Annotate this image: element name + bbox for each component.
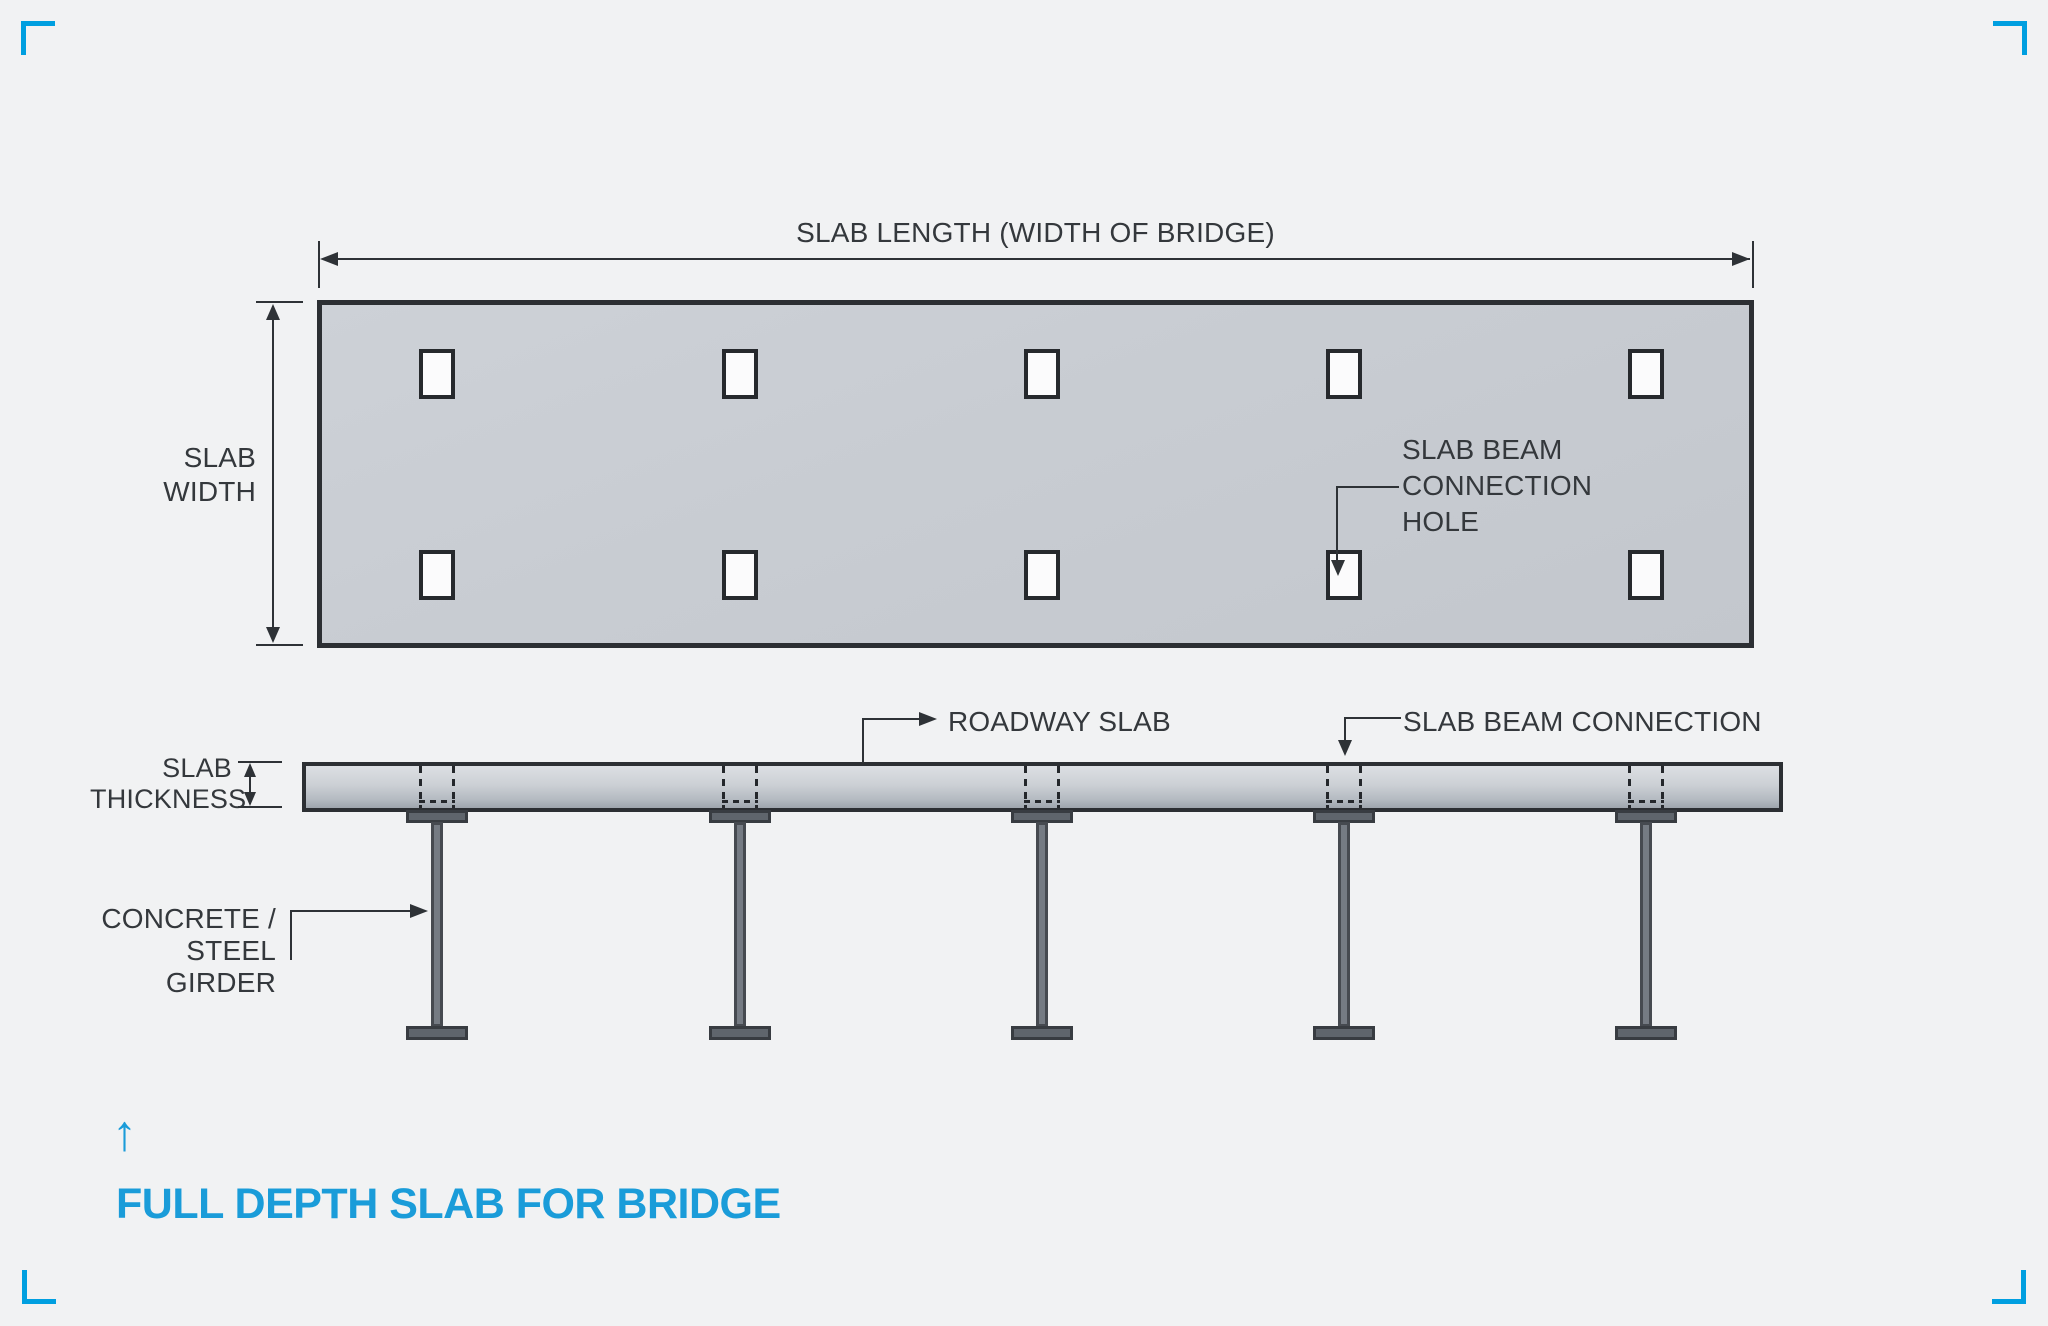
- thickness-arrow-down-icon: [244, 792, 256, 806]
- roadway-slab-callout-label: ROADWAY SLAB: [948, 706, 1171, 737]
- slab-connection-hole: [419, 349, 455, 399]
- hole-callout-leader-v: [1336, 486, 1338, 562]
- dimension-arrow-left-icon: [320, 252, 338, 266]
- girder-bottom-flange: [1313, 1026, 1375, 1040]
- hole-callout-label: SLAB BEAM CONNECTION HOLE: [1402, 432, 1592, 540]
- dimension-tick-bottom: [256, 644, 303, 646]
- connection-dashed-base: [1326, 800, 1362, 803]
- slab-connection-hole: [1628, 550, 1664, 600]
- connection-dashed-base: [1024, 800, 1060, 803]
- girder-web: [734, 822, 746, 1027]
- beam-connection-arrow-icon: [1338, 740, 1352, 756]
- connection-dashed-line: [722, 766, 725, 808]
- girder-bottom-flange: [406, 1026, 468, 1040]
- connection-dashed-line: [1359, 766, 1362, 808]
- slab-width-label-line2: WIDTH: [163, 476, 256, 507]
- roadway-callout-leader-v: [862, 719, 864, 763]
- corner-mark-bottom-left-icon: [22, 1270, 56, 1304]
- connection-dashed-base: [722, 800, 758, 803]
- girder-callout-leader-h: [290, 910, 412, 912]
- girder-web: [1640, 822, 1652, 1027]
- girder-callout-line1: CONCRETE / STEEL: [101, 903, 276, 966]
- roadway-callout-leader-h: [862, 718, 920, 720]
- connection-dashed-base: [419, 800, 455, 803]
- slab-connection-hole: [722, 349, 758, 399]
- corner-mark-top-left-icon: [21, 21, 55, 55]
- connection-dashed-line: [1326, 766, 1329, 808]
- slab-thickness-line1: SLAB: [162, 753, 232, 783]
- slab-length-dimension-label: SLAB LENGTH (WIDTH OF BRIDGE): [796, 217, 1275, 248]
- caption-up-arrow-icon: ↑: [112, 1105, 137, 1161]
- dimension-extension-line-right: [1752, 241, 1754, 288]
- girder-callout-line2: GIRDER: [165, 967, 276, 998]
- slab-thickness-line2: THICKNESS: [90, 784, 247, 814]
- hole-callout-arrow-icon: [1331, 560, 1345, 576]
- page-title: FULL DEPTH SLAB FOR BRIDGE: [116, 1180, 781, 1228]
- corner-mark-bottom-right-icon: [1992, 1270, 2026, 1304]
- connection-dashed-line: [452, 766, 455, 808]
- roadway-callout-arrow-icon: [919, 712, 937, 726]
- slab-connection-hole: [1024, 550, 1060, 600]
- thickness-tick-bottom: [238, 806, 282, 808]
- connection-dashed-line: [1057, 766, 1060, 808]
- hole-callout-line2: CONNECTION: [1402, 470, 1593, 501]
- thickness-dimension-line: [249, 766, 251, 804]
- girder-top-flange: [1011, 810, 1073, 823]
- slab-thickness-label: SLAB THICKNESS: [90, 753, 247, 815]
- girder-web: [1338, 822, 1350, 1027]
- slab-connection-hole: [722, 550, 758, 600]
- thickness-arrow-up-icon: [244, 763, 256, 777]
- girder-top-flange: [709, 810, 771, 823]
- slab-width-label-line1: SLAB: [183, 442, 256, 473]
- connection-dashed-base: [1628, 800, 1664, 803]
- beam-connection-leader-v: [1344, 717, 1346, 742]
- hole-callout-leader-h: [1337, 486, 1399, 488]
- connection-dashed-line: [1628, 766, 1631, 808]
- girder-bottom-flange: [1011, 1026, 1073, 1040]
- slab-width-dimension-line: [272, 306, 274, 641]
- dimension-arrow-right-icon: [1732, 252, 1750, 266]
- hole-callout-line3: HOLE: [1402, 506, 1480, 537]
- girder-top-flange: [1615, 810, 1677, 823]
- girder-callout-label: CONCRETE / STEEL GIRDER: [40, 903, 276, 999]
- corner-mark-top-right-icon: [1993, 21, 2027, 55]
- beam-connection-callout-label: SLAB BEAM CONNECTION: [1403, 706, 1762, 737]
- hole-callout-line1: SLAB BEAM: [1402, 434, 1563, 465]
- slab-width-dimension-label: SLAB WIDTH: [110, 441, 256, 509]
- girder-web: [431, 822, 443, 1027]
- girder-web: [1036, 822, 1048, 1027]
- girder-callout-leader-v: [290, 910, 292, 960]
- girder-bottom-flange: [709, 1026, 771, 1040]
- slab-connection-hole: [1024, 349, 1060, 399]
- slab-connection-hole: [1628, 349, 1664, 399]
- girder-top-flange: [1313, 810, 1375, 823]
- girder-callout-arrow-icon: [410, 904, 428, 918]
- slab-connection-hole: [419, 550, 455, 600]
- connection-dashed-line: [419, 766, 422, 808]
- slab-length-dimension-line: [323, 258, 1750, 260]
- section-view-slab: [302, 762, 1783, 812]
- dimension-extension-line-left: [318, 241, 320, 288]
- dimension-arrow-up-icon: [266, 304, 280, 320]
- slab-connection-hole: [1326, 349, 1362, 399]
- connection-dashed-line: [1024, 766, 1027, 808]
- dimension-tick-top: [256, 301, 303, 303]
- thickness-tick-top: [238, 761, 282, 763]
- girder-top-flange: [406, 810, 468, 823]
- girder-bottom-flange: [1615, 1026, 1677, 1040]
- connection-dashed-line: [1661, 766, 1664, 808]
- connection-dashed-line: [755, 766, 758, 808]
- beam-connection-leader-h: [1345, 717, 1401, 719]
- dimension-arrow-down-icon: [266, 627, 280, 643]
